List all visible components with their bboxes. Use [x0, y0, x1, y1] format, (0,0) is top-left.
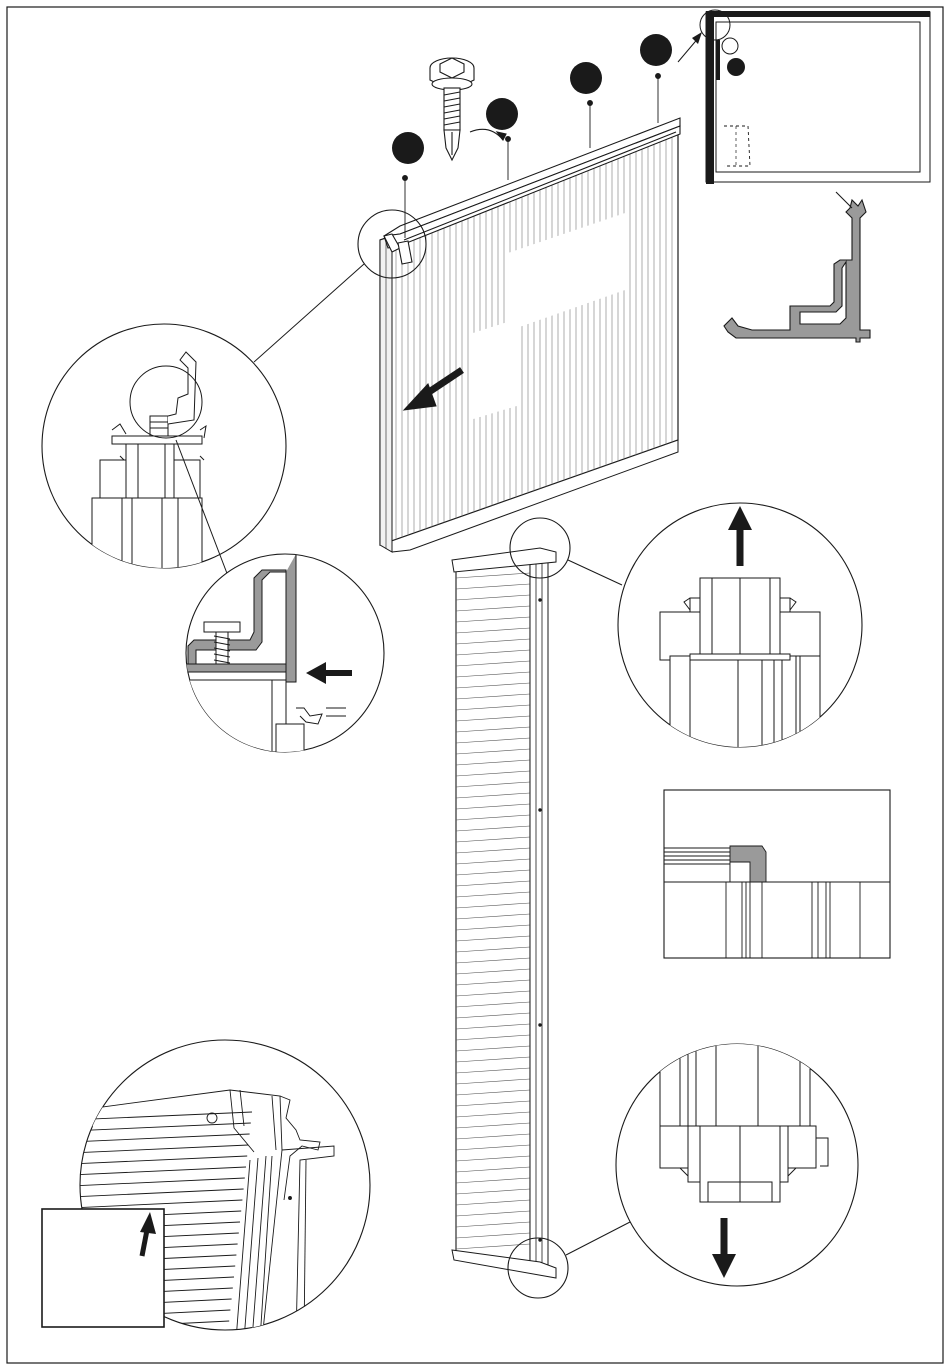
- wall-panel-top: [380, 100, 678, 560]
- screw-hole-3: [588, 101, 593, 106]
- wall-panel-tall: [452, 548, 556, 1278]
- callout-side-frame-detail: [42, 1040, 370, 1340]
- corner-profile-section: [724, 192, 870, 342]
- step-marker-1: [392, 132, 424, 164]
- callout-screw-fixing-detail: [186, 554, 384, 760]
- screw-hole-1: [403, 176, 408, 181]
- callout-top-cap-detail: [618, 503, 862, 766]
- legend-inset-box: [42, 1209, 164, 1327]
- screw-hole-4: [656, 74, 661, 79]
- screw-hole-2: [506, 137, 511, 142]
- top-panel-assembly: [254, 34, 680, 560]
- callout-bottom-cap-detail: [616, 1030, 858, 1286]
- step-marker-2: [486, 98, 518, 130]
- position-marker-dot: [727, 58, 745, 76]
- callout-panel-edge-detail: [664, 790, 890, 958]
- vertical-panel-assembly: [452, 518, 630, 1298]
- step-marker-3: [570, 62, 602, 94]
- callout-top-corner-detail: [42, 324, 286, 578]
- overview-plan: [678, 10, 930, 184]
- step-marker-4: [640, 34, 672, 66]
